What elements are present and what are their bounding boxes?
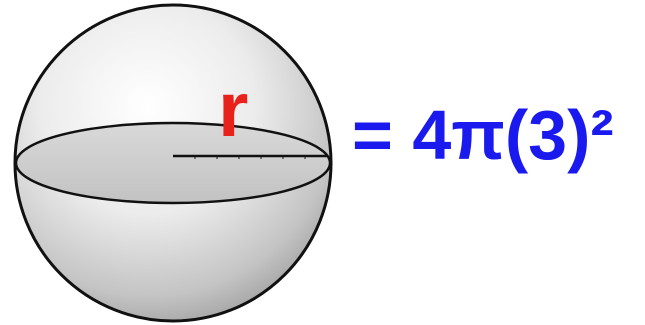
radius-label: r (218, 65, 249, 153)
radius-ticks (194, 156, 306, 159)
surface-area-formula: = 4π(3)² (352, 96, 614, 174)
equator-ellipse (14, 121, 332, 205)
